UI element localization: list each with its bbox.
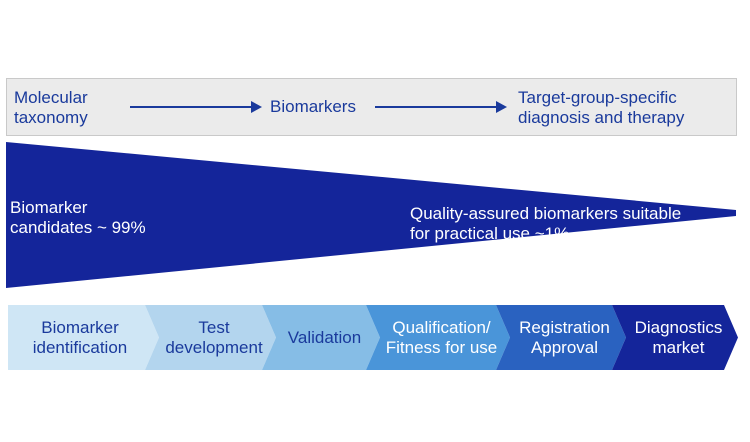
pipeline-step-label-line: development — [165, 337, 263, 357]
arrow-to-biomarkers — [130, 101, 262, 113]
pipeline-step-3 — [262, 305, 380, 370]
pipeline-step-label-line: Diagnostics — [634, 317, 723, 337]
process-flow-band — [6, 78, 737, 136]
target-group-line-1: Target-group-specific — [518, 88, 677, 107]
biomarkers-label: Biomarkers — [270, 97, 356, 116]
pipeline-step-label-4: Qualification/Fitness for use — [380, 318, 503, 358]
target-group-label: Target-group-specific diagnosis and ther… — [518, 88, 684, 128]
pipeline-step-5 — [496, 305, 626, 370]
pipeline-step-label-line: Qualification/ — [392, 317, 491, 337]
pipeline-step-label-line: Test — [198, 317, 230, 337]
pipeline-step-4 — [366, 305, 510, 370]
funnel-left-line-1: Biomarker — [10, 198, 88, 217]
arrow-to-target-group — [375, 101, 507, 113]
pipeline-step-label-line: Approval — [530, 337, 599, 357]
funnel-right-line-1: Quality-assured biomarkers suitable — [410, 204, 682, 223]
pipeline-step-label-line: Validation — [287, 327, 362, 347]
target-group-line-2: diagnosis and therapy — [518, 108, 685, 127]
molecular-taxonomy-line-2: taxonomy — [14, 108, 88, 127]
pipeline-step-label-3: Validation — [276, 328, 373, 348]
pipeline-step-1 — [8, 305, 159, 370]
pipeline-step-label-line: Registration — [519, 317, 610, 337]
pipeline-step-label-line: identification — [32, 337, 128, 357]
pipeline-step-label-line: Fitness for use — [385, 337, 498, 357]
funnel-left-line-2: candidates ~ 99% — [10, 218, 146, 237]
molecular-taxonomy-line-1: Molecular — [14, 88, 88, 107]
funnel-right-label: Quality-assured biomarkers suitable for … — [410, 204, 681, 244]
funnel-left-label: Biomarker candidates ~ 99% — [10, 198, 146, 238]
funnel-right-line-2: for practical use ~1% — [410, 224, 570, 243]
pipeline-step-6 — [612, 305, 738, 370]
pipeline-step-2 — [145, 305, 276, 370]
biomarker-funnel-wedge — [6, 142, 736, 288]
pipeline-step-label-line: Biomarker — [41, 317, 119, 337]
molecular-taxonomy-label: Molecular taxonomy — [14, 88, 88, 128]
pipeline-steps — [8, 305, 738, 370]
pipeline-step-label-line: market — [652, 337, 705, 357]
